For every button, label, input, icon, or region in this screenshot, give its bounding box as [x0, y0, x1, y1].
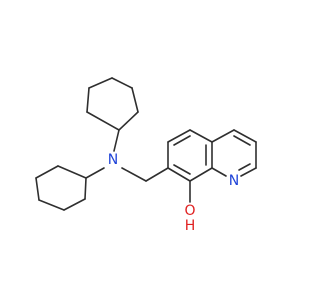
bond-n-to-methylene	[121, 167, 147, 182]
amine-nitrogen-label: N	[108, 152, 118, 168]
hydroxyl-oxygen-label: O	[184, 203, 195, 219]
bond-n-to-bottom-ring	[85, 167, 105, 179]
bond-c6q-c5q-double	[173, 135, 191, 146]
molecule-diagram: N N O H	[35, 77, 257, 234]
bonds	[35, 77, 257, 211]
bond-c8a-c8	[189, 167, 213, 182]
hydroxyl-hydrogen-label: H	[185, 218, 196, 234]
bond-c1-c2	[118, 111, 139, 131]
bond-b4-b5	[35, 177, 40, 201]
bond-methylene-to-c7	[145, 167, 169, 182]
bond-c8-c7	[167, 167, 191, 182]
bond-c4-c3-double	[233, 135, 251, 146]
bond-b2-b3	[63, 198, 86, 211]
atom-labels: N N O H	[108, 152, 239, 234]
molecule-canvas: N N O H	[35, 77, 257, 234]
bond-c6q-c5q	[167, 129, 191, 143]
bond-c2-c3	[131, 87, 139, 113]
bond-c6-c1	[86, 111, 120, 131]
bond-n1-c8a	[211, 167, 227, 177]
bond-c8-c7-double	[173, 164, 191, 175]
ring-nitrogen-label: N	[229, 173, 239, 189]
bond-c4-c5	[88, 77, 113, 89]
bond-c5q-c4a	[189, 129, 213, 143]
bond-c3-c4	[111, 77, 133, 89]
bond-b6-b1	[57, 165, 87, 179]
bond-b3-b4	[38, 199, 65, 211]
bond-c5-c6	[86, 87, 90, 113]
bond-c4a-c4	[211, 129, 235, 143]
bond-c4-c3	[233, 129, 257, 143]
bond-c2-n1-double	[238, 163, 251, 171]
bond-c2-n1	[240, 167, 257, 177]
bond-top-ring-to-n	[113, 129, 120, 152]
bond-b1-b2	[84, 177, 87, 200]
bond-b5-b6	[35, 165, 59, 179]
